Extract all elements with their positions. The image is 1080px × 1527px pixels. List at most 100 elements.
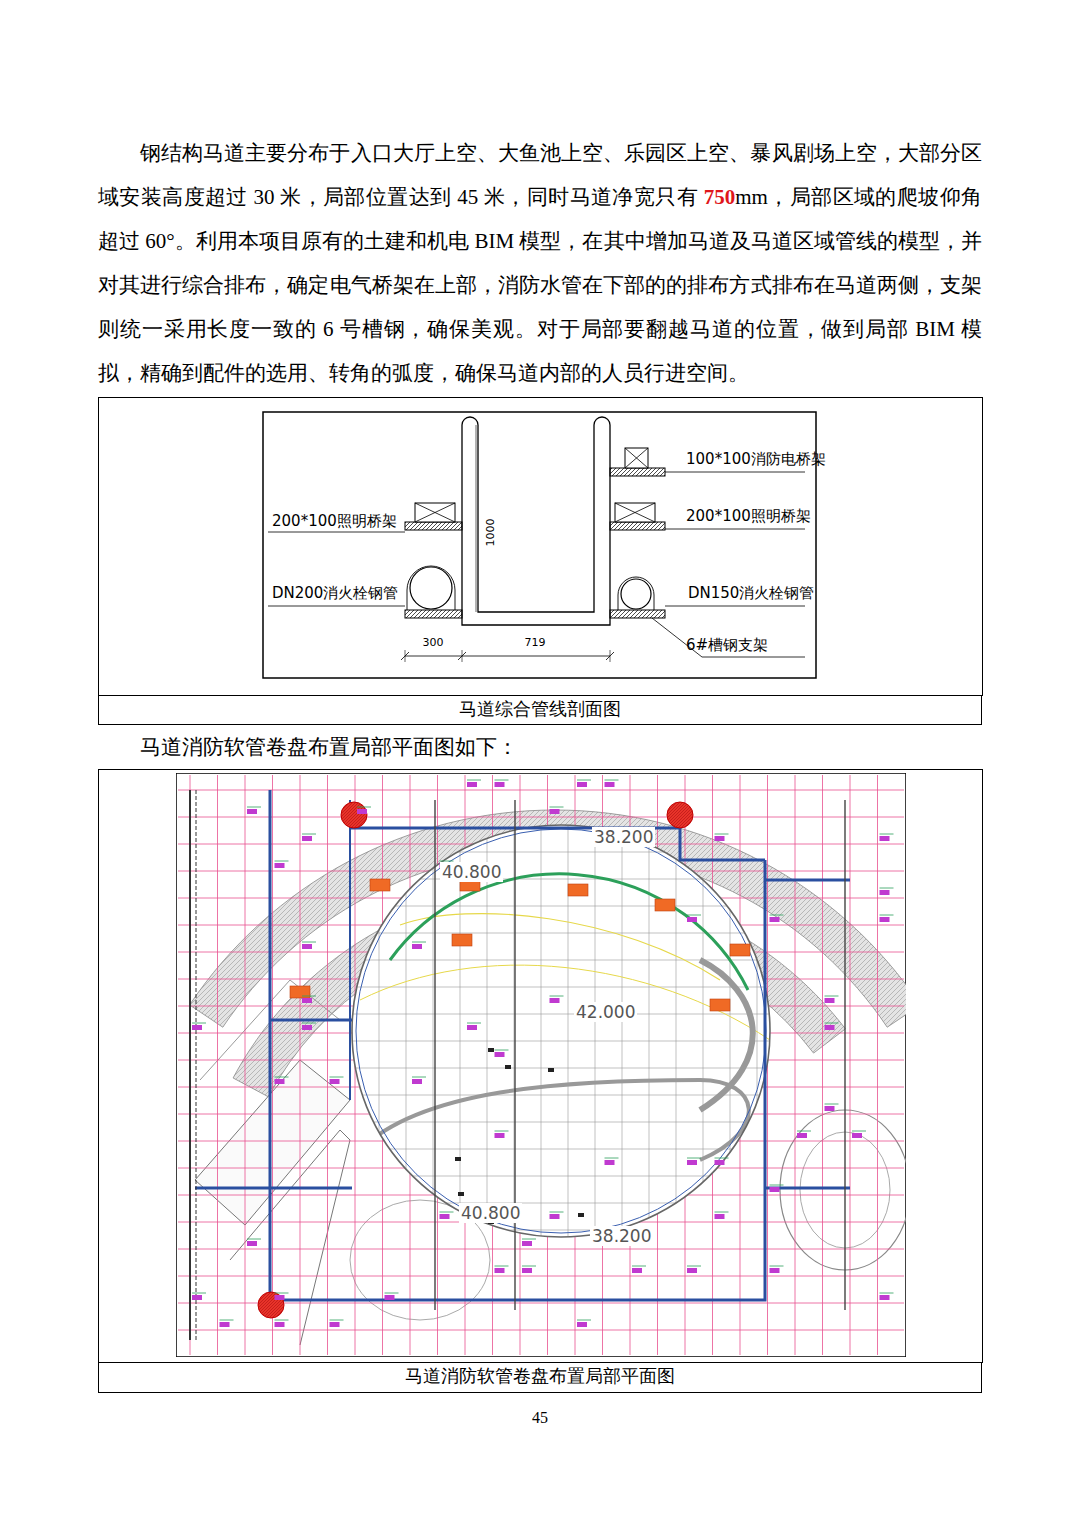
device-marker <box>715 1158 729 1159</box>
device-marker <box>302 996 316 997</box>
device-marker <box>550 807 564 808</box>
device-marker <box>495 1268 505 1273</box>
field-grid-line <box>352 960 770 961</box>
device-marker <box>770 915 784 916</box>
device-marker <box>797 1131 811 1132</box>
cable-tray <box>625 448 648 468</box>
device-marker <box>687 917 697 922</box>
drawing-rect <box>352 825 770 1237</box>
device-marker <box>715 834 729 835</box>
plan-drawing <box>176 773 906 1357</box>
device-marker <box>825 998 835 1003</box>
device-marker <box>220 1320 234 1321</box>
field-grid-line <box>730 825 731 1237</box>
callout-label: 200*100照明桥架 <box>686 507 811 525</box>
cable-tray <box>615 503 655 522</box>
grid-line <box>877 775 878 1355</box>
walkway-line <box>270 790 765 1300</box>
channel-bracket <box>610 522 665 530</box>
channel-bracket <box>405 610 462 618</box>
device-marker <box>550 996 564 997</box>
grid-line <box>245 775 246 1355</box>
field-grid-line <box>352 1068 770 1069</box>
device-marker <box>412 942 426 943</box>
walkway-line <box>349 800 351 1100</box>
field-grid-line <box>352 1014 770 1015</box>
dimension-line <box>476 425 477 612</box>
cable-tray <box>615 503 655 522</box>
leader-line <box>268 532 405 533</box>
callout-label: 200*100照明桥架 <box>272 512 397 530</box>
figure-frame <box>99 770 983 1363</box>
elevation-label: 38.200 <box>592 827 655 847</box>
device-marker <box>247 1239 261 1240</box>
figure-frame <box>99 398 983 696</box>
pipe-symbol <box>410 567 452 609</box>
channel-bracket <box>610 468 665 476</box>
body-paragraph: 钢结构马道主要分布于入口大厅上空、大鱼池上空、乐园区上空、暴风剧场上空，大部分区… <box>98 131 982 395</box>
device-marker <box>412 1079 422 1084</box>
device-marker <box>880 836 890 841</box>
device-marker <box>247 809 257 814</box>
device-marker <box>467 1025 477 1030</box>
device-marker <box>330 1322 340 1327</box>
highlight-number: 750 <box>704 185 736 209</box>
elevation-label: 38.200 <box>590 1226 653 1246</box>
column-line <box>844 800 845 1310</box>
grid-line <box>190 775 191 1355</box>
caption-text: 马道消防软管卷盘布置局部平面图 <box>405 1366 675 1386</box>
cable-tray <box>625 448 648 468</box>
device-marker <box>715 836 725 841</box>
leader-line <box>665 606 805 607</box>
device-marker <box>275 1079 285 1084</box>
grid-line <box>178 1276 904 1277</box>
device-marker <box>577 780 591 781</box>
field-grid-line <box>352 879 770 880</box>
drawing-border <box>176 773 906 1357</box>
walkway-line <box>270 1019 352 1022</box>
device-marker <box>247 807 261 808</box>
caption-text: 马道综合管线剖面图 <box>459 699 621 719</box>
device-marker <box>495 1050 509 1051</box>
leader-line <box>652 618 805 657</box>
track-line <box>400 914 720 980</box>
channel-bracket <box>405 522 462 530</box>
body-text: mm，局部区域的爬坡仰角超过 60°。利用本项目原有的土建和机电 BIM 模型，… <box>98 185 982 385</box>
grid-line <box>300 775 301 1355</box>
device-marker <box>550 1212 564 1213</box>
field-grid-line <box>622 825 623 1237</box>
device-marker <box>687 915 701 916</box>
device-marker <box>275 863 285 868</box>
callout-label: DN150消火栓钢管 <box>688 584 814 602</box>
device-marker <box>357 807 371 808</box>
figure-frames <box>99 398 983 1363</box>
device-marker <box>495 782 505 787</box>
field-grid-line <box>352 987 770 988</box>
device-marker <box>495 1266 509 1267</box>
walkway-line <box>356 829 766 1233</box>
equipment-marker <box>655 899 675 911</box>
device-marker <box>192 1025 202 1030</box>
device-marker <box>852 1133 862 1138</box>
device-marker <box>330 1077 344 1078</box>
device-marker <box>577 782 587 787</box>
field-grid-line <box>541 825 542 1237</box>
device-marker <box>825 1023 839 1024</box>
field-grid-line <box>352 852 770 853</box>
device-marker <box>880 915 894 916</box>
device-marker <box>302 998 312 1003</box>
dimension-tick <box>610 650 611 662</box>
field-grid-line <box>352 906 770 907</box>
structure-outline <box>780 1110 906 1270</box>
hose-reel-symbol <box>341 802 367 828</box>
device-marker <box>495 1131 509 1132</box>
track-line <box>360 965 770 1040</box>
hose-reel-symbol <box>258 1292 284 1318</box>
field-grid <box>352 825 770 1237</box>
device-marker <box>330 1320 344 1321</box>
device-marker <box>825 1104 839 1105</box>
device-marker <box>522 1266 536 1267</box>
elevation-label: 40.800 <box>459 1203 522 1223</box>
cable-tray <box>615 503 655 522</box>
body-text: 马道消防软管卷盘布置局部平面图如下： <box>140 725 518 769</box>
